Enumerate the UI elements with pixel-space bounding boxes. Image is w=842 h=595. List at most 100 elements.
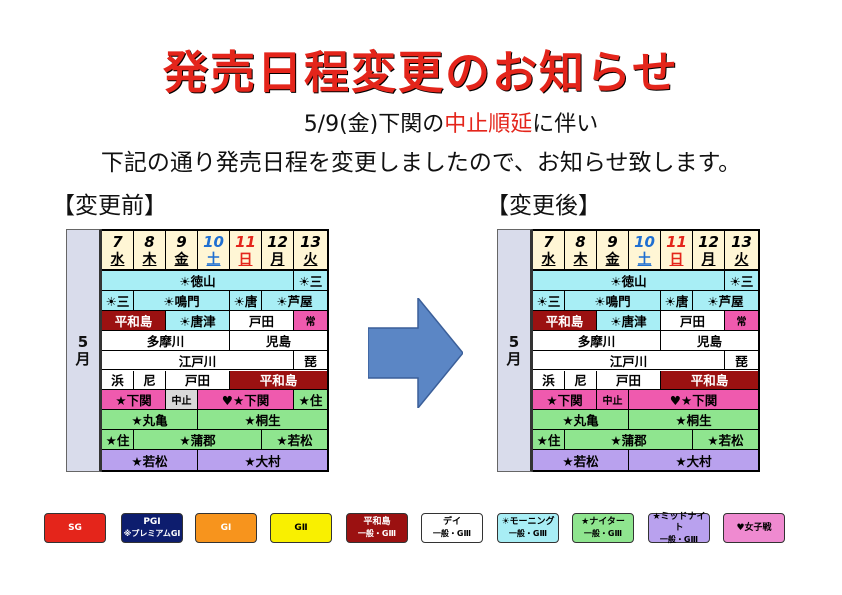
legend-text: 一般・GⅢ: [432, 529, 472, 538]
schedule-row: ★住★蒲郡★若松: [533, 430, 758, 451]
weekday: 水: [541, 252, 556, 268]
schedule-row: ☀三☀鳴門☀唐☀芦屋: [102, 290, 327, 311]
day-number: 13: [300, 233, 321, 251]
race-cell: ☀三: [294, 271, 327, 290]
day-number: 8: [575, 233, 586, 251]
race-cell: ♥★下関: [629, 390, 758, 410]
race-cell: 琵: [294, 350, 327, 370]
race-cell: ★若松: [102, 450, 198, 470]
schedule-row: 多摩川児島: [102, 330, 327, 351]
legend-text: ★ナイター: [581, 517, 625, 527]
race-cell: ☀唐: [661, 290, 693, 310]
legend-text: ☀モーニング: [501, 517, 555, 527]
day-number: 12: [267, 233, 288, 251]
legend-item: ♥女子戦: [723, 513, 785, 543]
legend-text: 一般・GⅢ: [659, 534, 699, 544]
page-title: 発売日程変更のお知らせ: [162, 46, 680, 99]
race-cell: ☀三: [533, 290, 565, 310]
subtitle-pre: 5/9(金)下関の: [303, 112, 445, 137]
legend-text: PGⅠ: [143, 517, 161, 527]
race-cell: ★丸亀: [102, 410, 198, 430]
weekday: 木: [573, 252, 588, 268]
day-number: 8: [144, 233, 155, 251]
day-number: 7: [543, 233, 554, 251]
race-cell: ★下関: [102, 390, 166, 410]
schedule-row: ★下関中止♥★下関: [533, 390, 758, 411]
subtitle-line-1: 5/9(金)下関の中止順延に伴い: [0, 106, 842, 138]
race-cell: ☀徳山: [102, 271, 294, 290]
race-cell: ★住: [102, 430, 134, 450]
race-cell: ★桐生: [629, 410, 758, 430]
race-cell: 中止: [166, 390, 198, 410]
race-cell: ☀唐: [230, 290, 262, 310]
race-cell: ♥★下関: [198, 390, 294, 410]
schedule-row: 浜尼戸田平和島: [533, 370, 758, 391]
race-cell: 尼: [134, 370, 166, 390]
legend-text: 一般・GⅢ: [583, 529, 623, 538]
legend-item: SG: [44, 513, 106, 543]
schedule-row: ★住★蒲郡★若松: [102, 430, 327, 451]
day-number: 13: [731, 233, 752, 251]
schedule-row: ★若松★大村: [102, 450, 327, 470]
race-cell: ★住: [533, 430, 565, 450]
weekday: 金: [605, 252, 620, 268]
race-cell: ★大村: [198, 450, 327, 470]
legend-text: 一般・GⅢ: [508, 529, 548, 538]
day-number: 7: [112, 233, 123, 251]
legend-item: GⅡ: [270, 513, 332, 543]
schedule-row: 江戸川琵: [533, 350, 758, 371]
legend-text: GⅡ: [294, 522, 308, 533]
day-number: 9: [176, 233, 187, 251]
legend-item: ☀モーニング一般・GⅢ: [497, 513, 559, 543]
race-cell: ★下関: [533, 390, 597, 410]
schedule-row: 平和島☀唐津戸田常: [102, 310, 327, 331]
race-cell: 戸田: [166, 370, 230, 390]
race-cell: 浜: [102, 370, 134, 390]
weekday: 日: [238, 252, 253, 268]
legend-item: デイ一般・GⅢ: [421, 513, 483, 543]
schedule-row: ★丸亀★桐生: [102, 410, 327, 431]
race-cell: ★丸亀: [533, 410, 629, 430]
day-number: 10: [203, 233, 224, 251]
month-unit: 月: [75, 349, 91, 368]
legend-text: 平和島: [363, 517, 391, 527]
race-cell: ★若松: [262, 430, 327, 450]
race-cell: ☀唐津: [166, 310, 230, 330]
legend-item: PGⅠ※プレミアムGⅠ: [121, 513, 183, 543]
race-cell: 中止: [597, 390, 629, 410]
day-number: 10: [634, 233, 655, 251]
day-number: 11: [666, 233, 687, 251]
day-number: 11: [235, 233, 256, 251]
race-cell: ★蒲郡: [565, 430, 693, 450]
legend-text: SG: [68, 522, 82, 533]
race-cell: 江戸川: [533, 350, 725, 370]
day-number: 9: [607, 233, 618, 251]
race-cell: ☀芦屋: [262, 290, 327, 310]
schedule-row: 多摩川児島: [533, 330, 758, 351]
weekday: 月: [701, 252, 716, 268]
schedule-row: ★下関中止♥★下関★住: [102, 390, 327, 411]
race-cell: 常: [294, 310, 327, 330]
race-cell: 戸田: [597, 370, 661, 390]
race-cell: 平和島: [230, 370, 327, 390]
race-cell: ★若松: [533, 450, 629, 470]
race-cell: 尼: [565, 370, 597, 390]
race-cell: ☀鳴門: [565, 290, 661, 310]
race-cell: ☀三: [102, 290, 134, 310]
race-cell: 常: [725, 310, 758, 330]
legend-item: GⅠ: [195, 513, 257, 543]
race-cell: ★大村: [629, 450, 758, 470]
legend-text: ♥女子戦: [736, 522, 772, 533]
race-cell: 浜: [533, 370, 565, 390]
right-arrow-icon: [368, 298, 463, 408]
subtitle-line-2: 下記の通り発売日程を変更しましたので、お知らせ致します。: [100, 150, 742, 176]
